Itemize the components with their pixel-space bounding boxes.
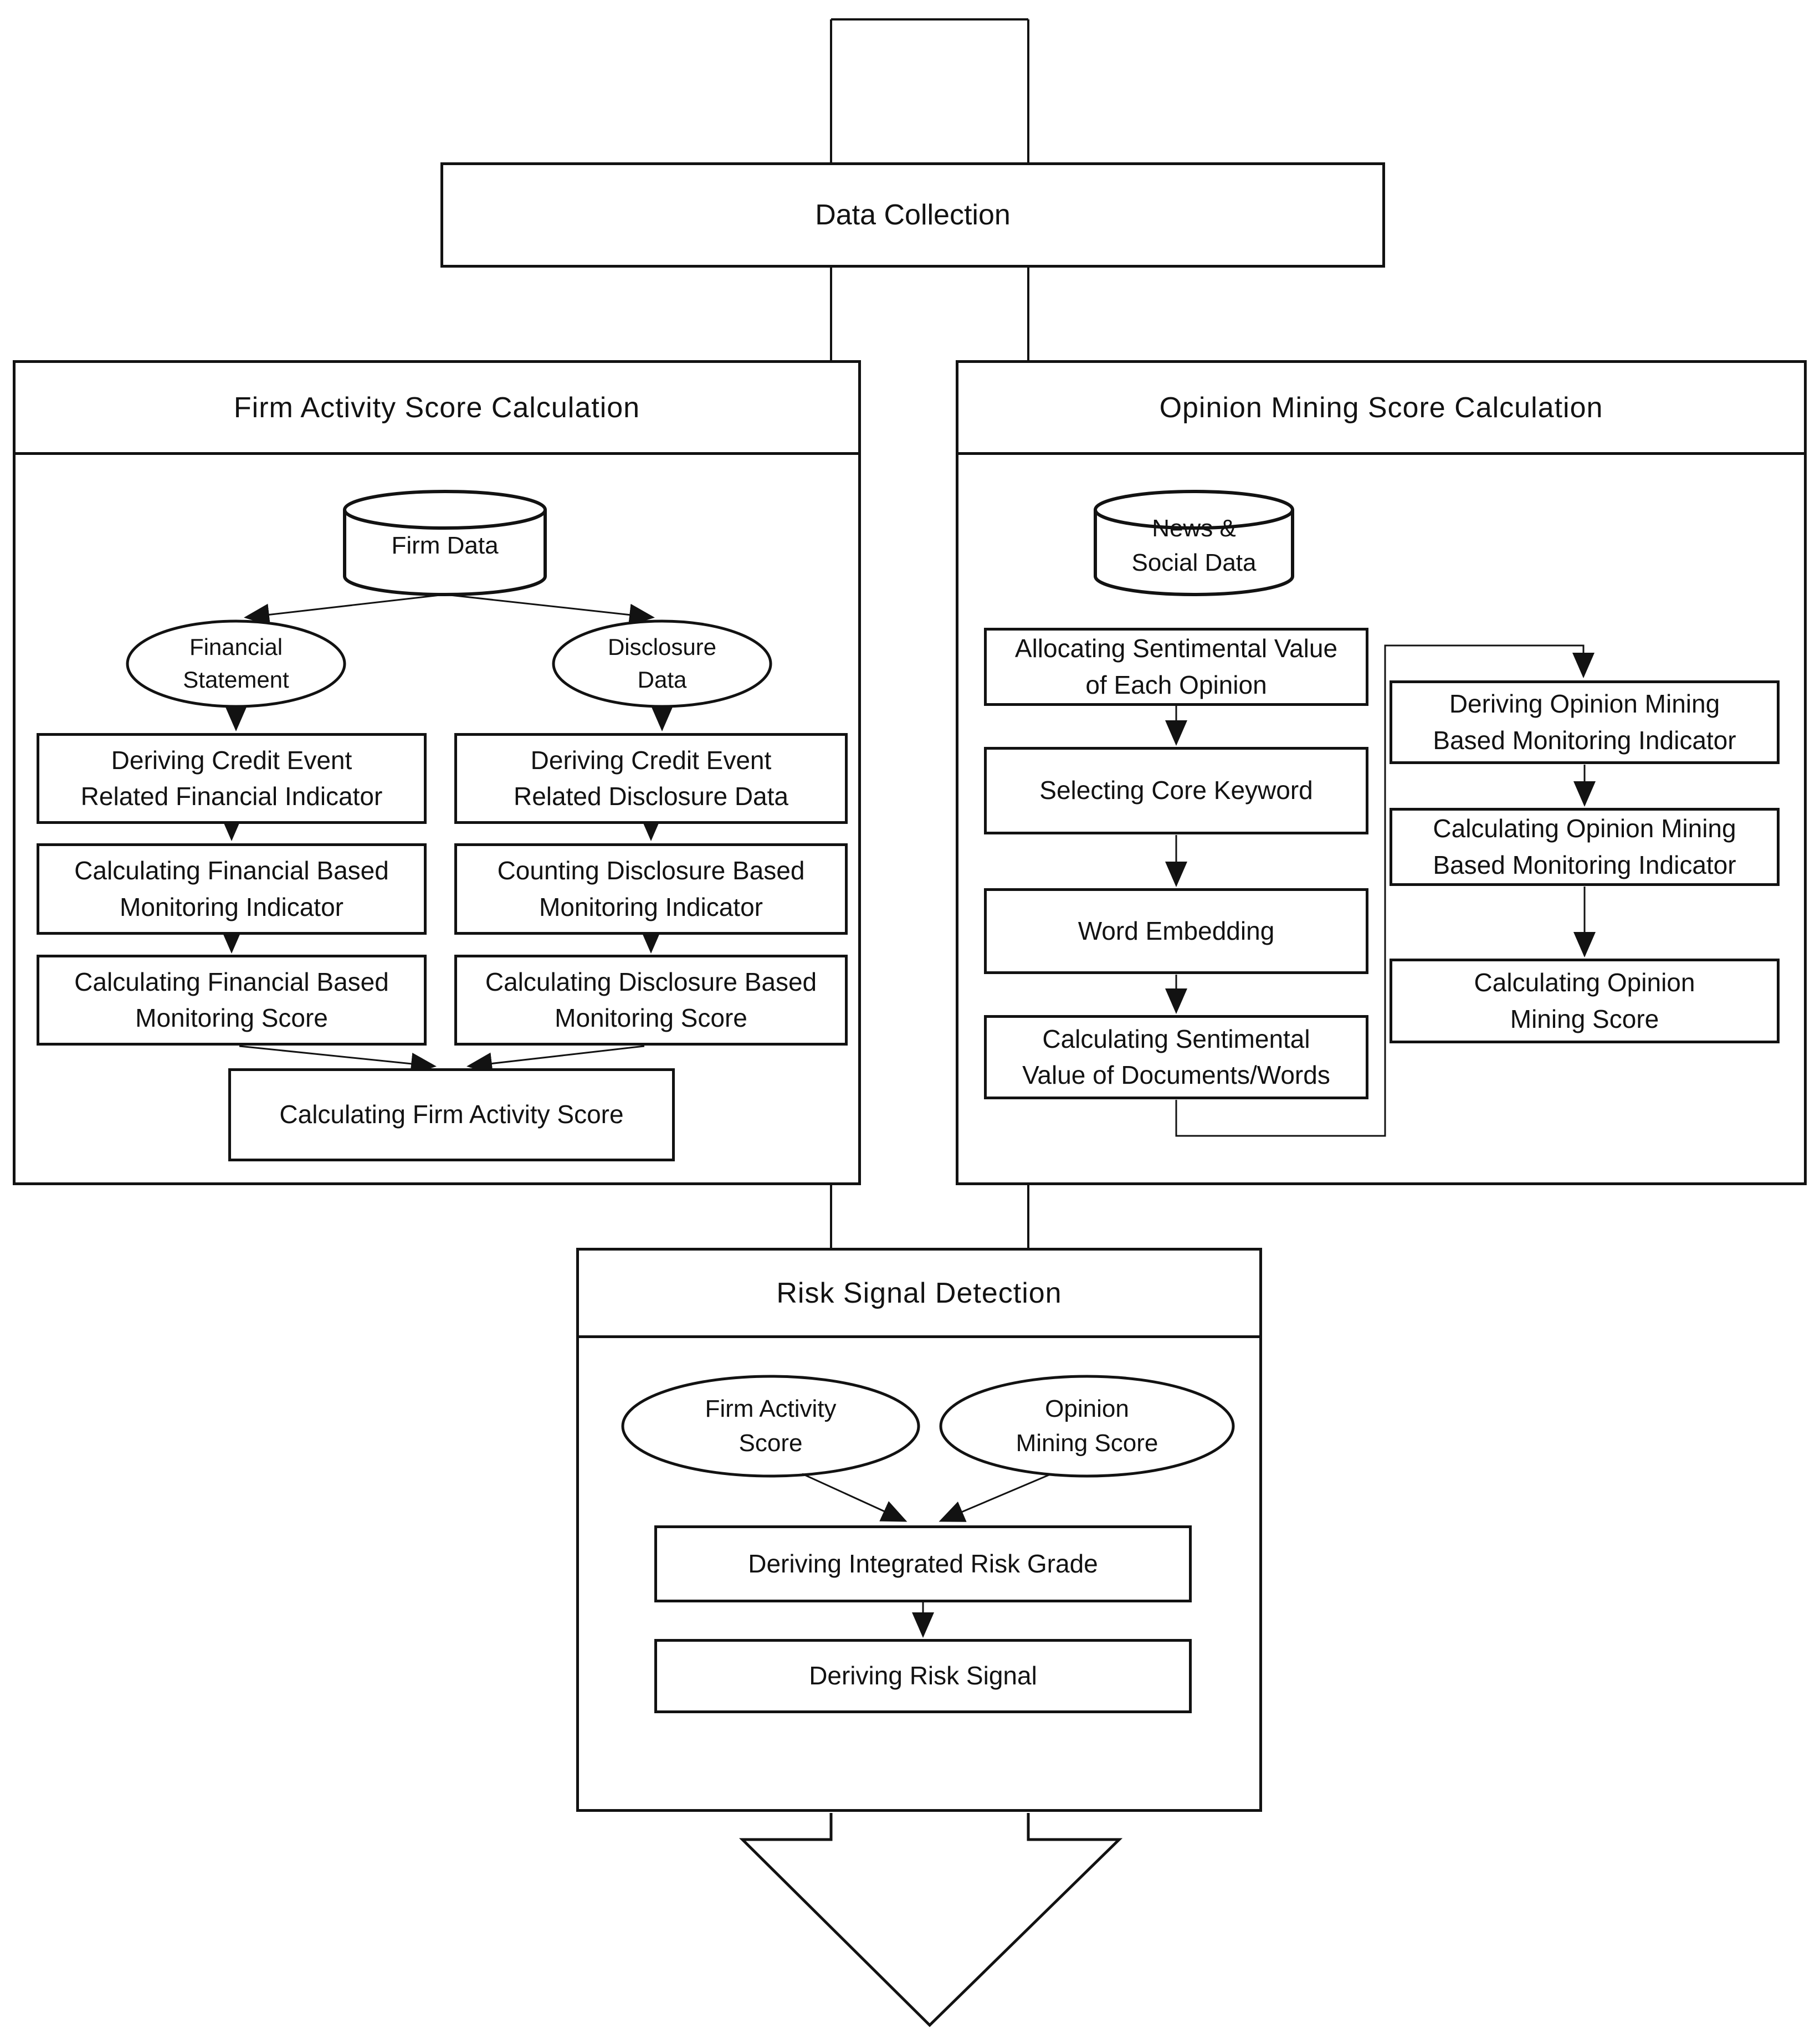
box-calculating-firm-activity-score: Calculating Firm Activity Score xyxy=(228,1068,675,1161)
firm-data-cylinder-body xyxy=(343,510,547,596)
firm-activity-to-grade-arrow xyxy=(802,1473,908,1522)
output-big-arrow xyxy=(739,1813,1123,2027)
opinion-mining-score-label: Opinion Mining Score xyxy=(1016,1395,1158,1457)
financial-score-to-firm-activity-arrow xyxy=(239,1045,437,1075)
firm-data-to-financial-arrow xyxy=(244,593,445,626)
top-spine-connector xyxy=(830,18,1029,162)
data-collection-to-panels-connector xyxy=(830,268,1029,361)
firm-activity-panel-title: Firm Activity Score Calculation xyxy=(233,391,640,424)
box-calculating-opinion-mining-score: Calculating Opinion Mining Score xyxy=(1390,959,1780,1043)
firm-data-cylinder-label: Firm Data xyxy=(391,532,499,560)
opinion-mining-panel-header: Opinion Mining Score Calculation xyxy=(958,363,1804,455)
opinion-mining-panel: Opinion Mining Score Calculation xyxy=(956,360,1807,1185)
panels-to-risk-connector xyxy=(830,1185,1029,1248)
box-calculating-disclosure-score: Calculating Disclosure Based Monitoring … xyxy=(454,955,848,1046)
news-social-cylinder-label: News & Social Data xyxy=(1131,515,1257,576)
opinion-mining-to-grade-arrow xyxy=(939,1473,1052,1522)
financial-statement-label: Financial Statement xyxy=(183,634,289,693)
box-allocating-sentimental-value: Allocating Sentimental Value of Each Opi… xyxy=(984,628,1368,706)
risk-signal-panel-header: Risk Signal Detection xyxy=(579,1251,1259,1338)
data-collection-box: Data Collection xyxy=(440,162,1385,268)
box-calculating-financial-score: Calculating Financial Based Monitoring S… xyxy=(37,955,427,1046)
box-calculating-opinion-mining-indicator: Calculating Opinion Mining Based Monitor… xyxy=(1390,808,1780,886)
firm-activity-panel-header: Firm Activity Score Calculation xyxy=(16,363,858,455)
box-calculating-sentimental-value: Calculating Sentimental Value of Documen… xyxy=(984,1015,1368,1099)
firm-data-cylinder-top xyxy=(343,490,547,530)
news-social-cylinder-body xyxy=(1094,510,1294,596)
firm-activity-score-ellipse xyxy=(621,1375,920,1478)
box-deriving-credit-event-disclosure: Deriving Credit Event Related Disclosure… xyxy=(454,733,848,824)
disclosure-score-to-firm-activity-arrow xyxy=(466,1045,645,1075)
news-social-cylinder-top xyxy=(1094,490,1294,530)
box-deriving-opinion-mining-indicator: Deriving Opinion Mining Based Monitoring… xyxy=(1390,680,1780,764)
firm-activity-score-label: Firm Activity Score xyxy=(705,1395,837,1457)
box-calculating-financial-indicator: Calculating Financial Based Monitoring I… xyxy=(37,843,427,935)
firm-data-to-disclosure-arrow xyxy=(444,593,655,626)
firm-activity-panel: Firm Activity Score Calculation xyxy=(13,360,861,1185)
data-collection-label: Data Collection xyxy=(815,199,1011,231)
box-counting-disclosure-indicator: Counting Disclosure Based Monitoring Ind… xyxy=(454,843,848,935)
box-deriving-integrated-risk-grade: Deriving Integrated Risk Grade xyxy=(654,1525,1192,1602)
box-deriving-risk-signal: Deriving Risk Signal xyxy=(654,1639,1192,1713)
opinion-mining-score-ellipse xyxy=(939,1375,1235,1478)
risk-signal-panel-title: Risk Signal Detection xyxy=(776,1277,1062,1309)
box-deriving-credit-event-financial: Deriving Credit Event Related Financial … xyxy=(37,733,427,824)
disclosure-data-label: Disclosure Data xyxy=(607,634,717,693)
box-selecting-core-keyword: Selecting Core Keyword xyxy=(984,747,1368,834)
risk-signal-panel: Risk Signal Detection xyxy=(576,1248,1262,1812)
sentimental-to-deriving-indicator-loop xyxy=(1175,644,1595,1137)
opinion-mining-panel-title: Opinion Mining Score Calculation xyxy=(1159,391,1603,424)
box-word-embedding: Word Embedding xyxy=(984,888,1368,974)
